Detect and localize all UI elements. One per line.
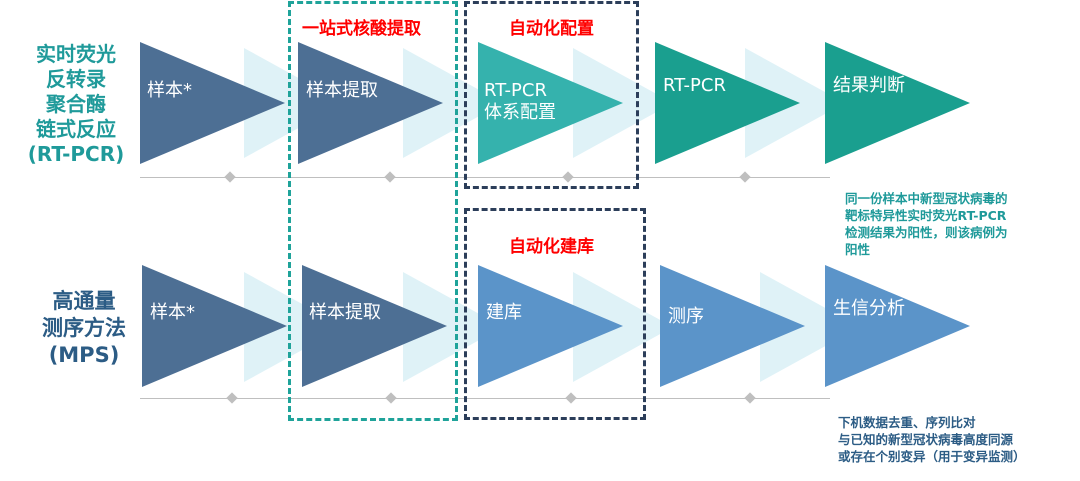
mps-step-label: 生信分析 [833,298,905,320]
mps-analysis-note: 下机数据去重、序列比对 与已知的新型冠状病毒高度同源 或存在个别变异（用于变异监… [838,414,1078,465]
mps-label-line: 高通量 [52,289,116,313]
mps-step-label: 建库 [486,302,522,324]
timeline-marker [224,171,236,183]
extraction-dashed-box [288,1,458,421]
step-text: RT-PCR [663,75,726,96]
timeline-marker [226,392,238,404]
rtpcr-step-label: RT-PCR [663,75,726,97]
rtpcr-row-label: 实时荧光 反转录 聚合酶 链式反应 (RT-PCR) [6,42,146,167]
mps-step-bioinformatics [825,265,970,387]
rtpcr-result-note: 同一份样本中新型冠状病毒的 靶标特异性实时荧光RT-PCR 检测结果为阳性，则该… [845,190,1075,258]
mps-label-line: (MPS) [48,343,120,367]
rtpcr-step-label: 结果判断 [833,75,905,97]
extraction-box-title: 一站式核酸提取 [302,19,421,39]
mps-step-label: 测序 [668,306,704,328]
mps-row-label: 高通量 测序方法 (MPS) [14,288,154,369]
rtpcr-label-line: 链式反应 [36,117,116,141]
step-text: 样本* [147,80,192,101]
note-line: 靶标特异性实时荧光RT-PCR [845,208,1007,223]
rtpcr-label-line: 反转录 [46,67,106,91]
note-line: 与已知的新型冠状病毒高度同源 [838,432,1014,447]
rtpcr-step-label: RT-PCR 体系配置 [484,80,556,124]
step-text: 结果判断 [833,75,905,96]
note-line: 同一份样本中新型冠状病毒的 [845,191,1008,206]
step-text: 样本提取 [309,302,381,323]
mps-step-label: 样本* [150,302,195,324]
mps-label-line: 测序方法 [42,316,126,340]
note-line: 下机数据去重、序列比对 [838,415,976,430]
note-line: 检测结果为阳性，则该病例为 [845,225,1008,240]
mps-step-label: 样本提取 [309,302,381,324]
step-text: 建库 [486,302,522,323]
step-text: 体系配置 [484,102,556,123]
rtpcr-label-line: 聚合酶 [46,92,106,116]
rtpcr-step-rtpcr [655,42,800,164]
rtpcr-label-line: 实时荧光 [36,42,116,66]
note-line: 阳性 [845,242,871,257]
rtpcr-timeline [140,177,830,178]
step-text: 测序 [668,306,704,327]
note-line: 或存在个别变异（用于变异监测） [838,449,1026,464]
auto-config-box-title: 自动化配置 [509,19,594,39]
step-text: 样本提取 [306,80,378,101]
step-text: RT-PCR [484,80,547,101]
step-text: 生信分析 [833,298,905,319]
auto-library-dashed-box [464,208,646,420]
auto-config-dashed-box [464,1,639,189]
auto-library-box-title: 自动化建库 [509,237,594,257]
mps-timeline [140,398,830,399]
rtpcr-step-label: 样本* [147,80,192,102]
step-text: 样本* [150,302,195,323]
timeline-marker [744,392,756,404]
rtpcr-label-line: (RT-PCR) [27,142,125,166]
rtpcr-step-label: 样本提取 [306,80,378,102]
timeline-marker [739,171,751,183]
rtpcr-step-result [825,42,970,164]
